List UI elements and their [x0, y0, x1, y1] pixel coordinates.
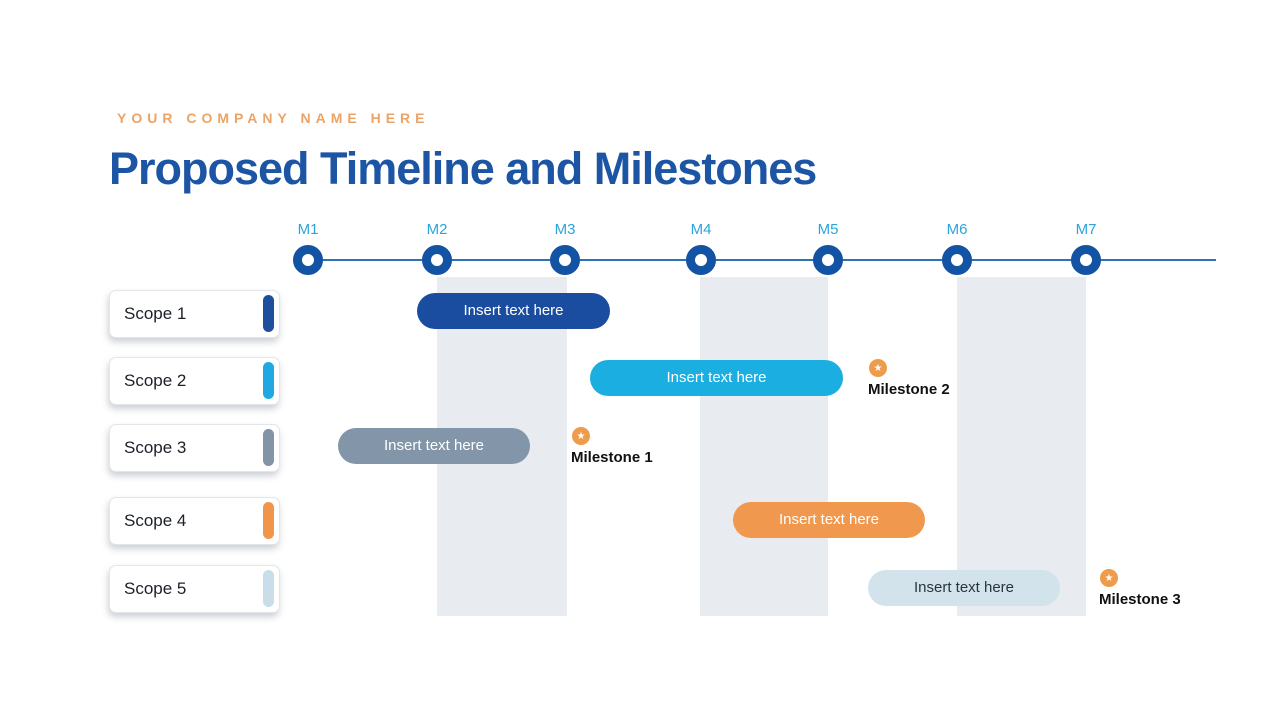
star-icon: ★ [873, 363, 883, 374]
timeline-axis-line [308, 259, 1216, 261]
timeline-node-icon-m3[interactable] [550, 245, 580, 275]
timeline-node-icon-m4[interactable] [686, 245, 716, 275]
scope-accent-bar [263, 362, 274, 399]
scope-accent-bar [263, 295, 274, 332]
shaded-band-m6-m7 [957, 277, 1086, 616]
timeline-node-icon-m2[interactable] [422, 245, 452, 275]
timeline-node-icon-m5[interactable] [813, 245, 843, 275]
scope-accent-bar [263, 429, 274, 466]
bar-scope5-placeholder[interactable]: Insert text here [868, 570, 1060, 606]
star-icon: ★ [1104, 573, 1114, 584]
milestone-tick-label-m6: M6 [946, 221, 968, 238]
milestone-3-marker[interactable]: ★ [1100, 569, 1118, 587]
timeline-node-icon-m1[interactable] [293, 245, 323, 275]
shaded-band-m4-m5 [700, 277, 828, 616]
company-name: YOUR COMPANY NAME HERE [117, 110, 430, 126]
milestone-2-marker[interactable]: ★ [869, 359, 887, 377]
scope-label: Scope 5 [124, 579, 187, 598]
star-icon: ★ [576, 431, 586, 442]
timeline-node-icon-m7[interactable] [1071, 245, 1101, 275]
milestone-tick-label-m3: M3 [554, 221, 576, 238]
milestone-3-label: Milestone 3 [1099, 591, 1181, 608]
milestone-1-marker[interactable]: ★ [572, 427, 590, 445]
milestone-1-label: Milestone 1 [571, 449, 653, 466]
bar-scope4-placeholder[interactable]: Insert text here [733, 502, 925, 538]
scope-label: Scope 4 [124, 511, 187, 530]
bar-scope1-placeholder[interactable]: Insert text here [417, 293, 610, 329]
milestone-tick-label-m2: M2 [426, 221, 448, 238]
scope-card-4[interactable]: Scope 4 [109, 497, 280, 545]
scope-accent-bar [263, 570, 274, 607]
page-title: Proposed Timeline and Milestones [109, 143, 817, 194]
milestone-2-label: Milestone 2 [868, 381, 950, 398]
milestone-tick-label-m4: M4 [690, 221, 712, 238]
scope-label: Scope 2 [124, 371, 187, 390]
timeline-node-icon-m6[interactable] [942, 245, 972, 275]
scope-label: Scope 3 [124, 438, 187, 457]
scope-label: Scope 1 [124, 304, 187, 323]
bar-scope2-placeholder[interactable]: Insert text here [590, 360, 843, 396]
bar-scope3-placeholder[interactable]: Insert text here [338, 428, 530, 464]
milestone-tick-label-m5: M5 [817, 221, 839, 238]
milestone-tick-label-m1: M1 [297, 221, 319, 238]
scope-card-1[interactable]: Scope 1 [109, 290, 280, 338]
milestone-tick-label-m7: M7 [1075, 221, 1097, 238]
scope-card-5[interactable]: Scope 5 [109, 565, 280, 613]
scope-card-3[interactable]: Scope 3 [109, 424, 280, 472]
scope-accent-bar [263, 502, 274, 539]
scope-card-2[interactable]: Scope 2 [109, 357, 280, 405]
